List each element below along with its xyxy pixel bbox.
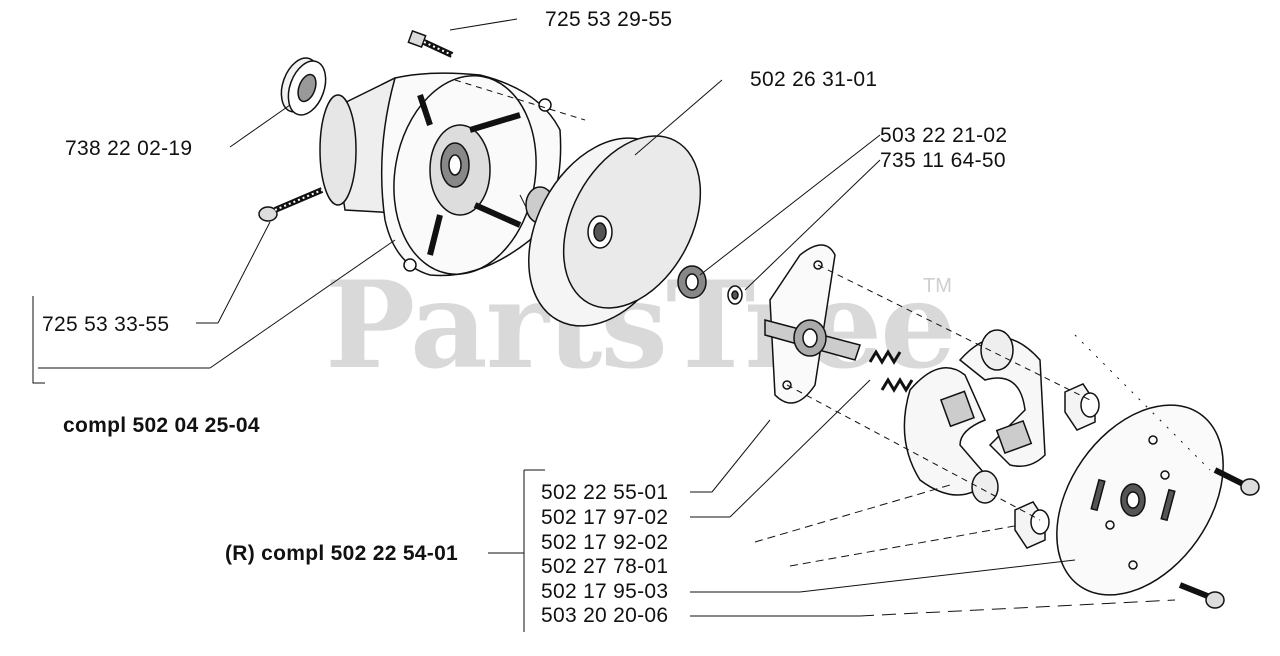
label-502-17-95-03[interactable]: 502 17 95-03	[541, 580, 669, 603]
bearing-part	[280, 57, 327, 116]
leader-lines	[32, 18, 1176, 632]
assembly-guide-lines	[454, 79, 1211, 521]
label-502-26-31-01[interactable]: 502 26 31-01	[750, 68, 878, 91]
label-502-17-97-02[interactable]: 502 17 97-02	[541, 506, 669, 529]
label-502-22-55-01[interactable]: 502 22 55-01	[541, 481, 669, 504]
cover-disc-part	[1056, 404, 1224, 596]
mounting-plate-part	[764, 244, 861, 404]
screw-left-part	[258, 187, 324, 222]
label-502-17-92-02[interactable]: 502 17 92-02	[541, 531, 669, 554]
assembly-housing-compl[interactable]: compl 502 04 25-04	[63, 414, 260, 437]
label-738-22-02-19[interactable]: 738 22 02-19	[65, 137, 193, 160]
label-725-53-29-55[interactable]: 725 53 29-55	[545, 8, 673, 31]
label-502-27-78-01[interactable]: 502 27 78-01	[541, 555, 669, 578]
clutch-housing-part	[319, 72, 562, 277]
nut-washer-part	[677, 265, 743, 305]
label-735-11-64-50[interactable]: 735 11 64-50	[880, 149, 1006, 172]
label-503-22-21-02[interactable]: 503 22 21-02	[880, 124, 1008, 147]
screws-right-part	[1178, 467, 1260, 609]
clutch-shoes-part	[903, 329, 1046, 504]
label-725-53-33-55[interactable]: 725 53 33-55	[42, 313, 170, 336]
label-503-20-20-06[interactable]: 503 20 20-06	[541, 604, 669, 627]
screw-top-part	[407, 30, 454, 58]
bushings-part	[1014, 383, 1100, 549]
assembly-clutch-compl[interactable]: (R) compl 502 22 54-01	[225, 542, 459, 565]
trademark-symbol: TM	[923, 275, 952, 297]
clutch-drum-part	[525, 135, 702, 327]
springs-part	[868, 349, 914, 393]
